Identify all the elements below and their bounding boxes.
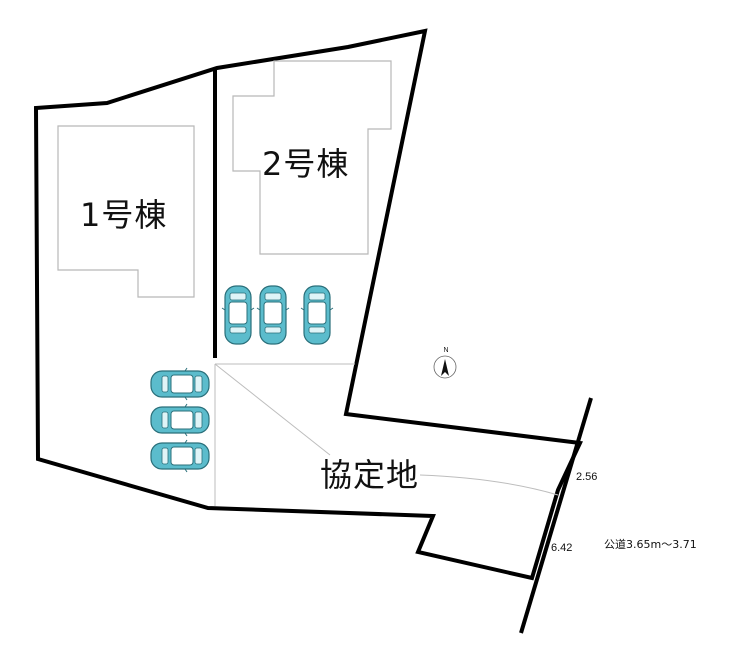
car-icon-parking-1a bbox=[150, 367, 210, 401]
car-icon-parking-1c bbox=[150, 439, 210, 473]
car-icon-parking-2c bbox=[300, 285, 334, 345]
building-2-label: 2号棟 bbox=[262, 145, 350, 183]
agreement-land-curve bbox=[419, 474, 559, 496]
public-road-label: 公道3.65m～3.71 bbox=[604, 538, 697, 551]
road-edge-line bbox=[519, 397, 593, 634]
building-2-footprint bbox=[232, 60, 392, 255]
car-icon-parking-2b bbox=[256, 285, 290, 345]
car-icon-parking-1b bbox=[150, 403, 210, 437]
frontage-dimension-top: 2.56 bbox=[576, 471, 598, 483]
car-icon-parking-2a bbox=[221, 285, 255, 345]
north-arrow-icon bbox=[433, 355, 457, 379]
compass-north-letter: N bbox=[443, 347, 448, 354]
frontage-dimension-bottom: 6.42 bbox=[551, 542, 573, 554]
agreement-land-label: 協定地 bbox=[320, 456, 420, 494]
building-1-footprint bbox=[57, 125, 195, 298]
driveway-diagonal bbox=[214, 363, 331, 456]
building-1-label: 1号棟 bbox=[80, 196, 168, 234]
